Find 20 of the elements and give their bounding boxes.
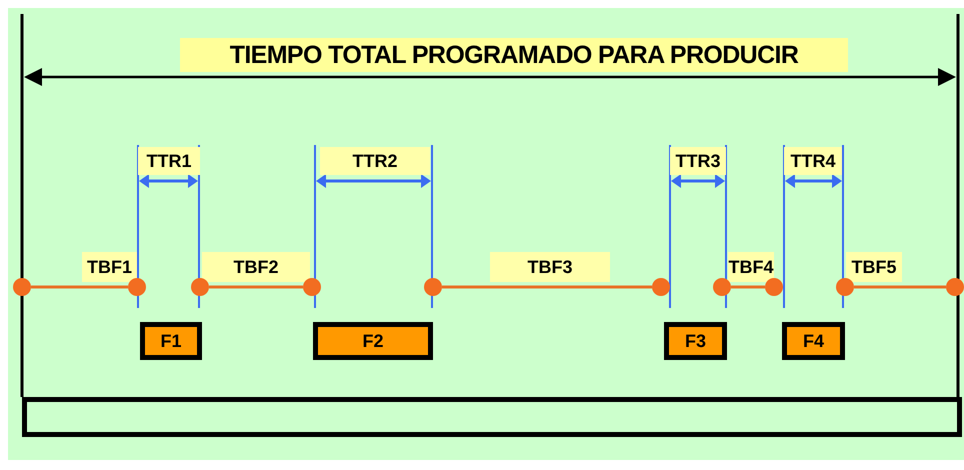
timeline-segment [209, 286, 303, 288]
repair-time-label: TTR4 [784, 147, 842, 175]
edge-label: TBF5 [846, 252, 902, 282]
total-time-label: TIEMPO TOTAL PROGRAMADO PARA PRODUCIR [180, 38, 848, 72]
edge-label: TBF4 [728, 252, 774, 282]
timeline-segment [442, 286, 652, 288]
empty-bar [22, 397, 962, 437]
timeline-segment [731, 286, 765, 288]
failure-box: F3 [664, 322, 727, 360]
edge-label: TBF3 [490, 252, 610, 282]
timeline-segment [31, 286, 128, 288]
repair-time-label: TTR1 [138, 147, 200, 175]
edge-label: TBF2 [202, 252, 310, 282]
failure-box: F1 [140, 322, 202, 360]
failure-box: F4 [782, 322, 845, 360]
edge-label: TBF1 [82, 252, 137, 282]
timeline-segment [854, 286, 946, 288]
failure-box: F2 [313, 322, 433, 360]
repair-time-label: TTR3 [670, 147, 726, 175]
repair-time-label: TTR2 [320, 147, 430, 175]
